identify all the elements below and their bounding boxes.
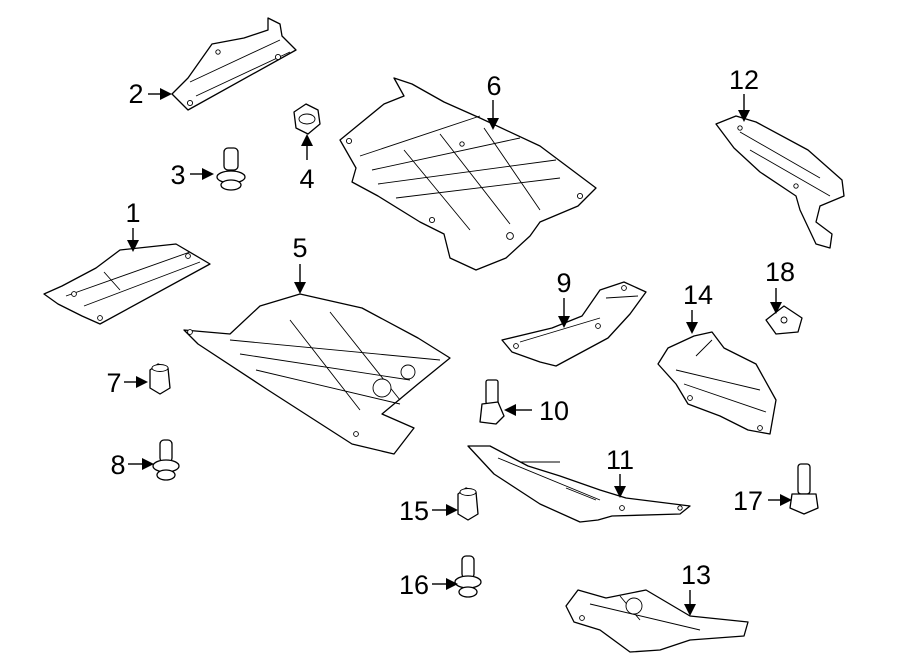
part-12-rail-bracket — [715, 115, 845, 249]
part-7-nut — [149, 363, 171, 395]
callout-18: 18 — [765, 257, 795, 287]
part-14-shield — [657, 331, 777, 435]
callout-15: 15 — [399, 496, 429, 526]
callout-16: 16 — [399, 570, 429, 600]
callout-12: 12 — [729, 65, 759, 95]
callout-14: 14 — [683, 280, 713, 310]
part-4-nut — [293, 103, 321, 135]
callout-4: 4 — [299, 164, 314, 194]
callout-10: 10 — [539, 396, 569, 426]
callout-17: 17 — [733, 486, 763, 516]
part-17-screw — [789, 463, 819, 515]
callout-1: 1 — [125, 198, 140, 228]
part-3-push-pin — [216, 147, 246, 191]
callout-11: 11 — [606, 445, 634, 475]
callout-2: 2 — [128, 79, 143, 109]
callout-6: 6 — [486, 71, 501, 101]
part-10-bolt — [479, 379, 505, 425]
part-1-shield — [43, 243, 211, 325]
part-15-nut — [457, 487, 479, 521]
part-6-underbody-shield — [339, 77, 597, 271]
part-5-underbody-shield — [183, 293, 451, 455]
callout-5: 5 — [292, 233, 307, 263]
callout-9: 9 — [556, 268, 571, 298]
callout-numbers: 1 2 3 4 5 6 7 8 9 10 11 12 13 14 15 16 1… — [106, 65, 795, 600]
part-11-rail — [467, 445, 691, 523]
callout-8: 8 — [110, 450, 125, 480]
part-2-shield — [171, 17, 297, 111]
part-18-clip — [765, 305, 803, 335]
callout-7: 7 — [106, 368, 121, 398]
callout-leaders — [124, 88, 792, 616]
part-13-rail-shield — [565, 589, 749, 653]
part-8-push-pin — [152, 439, 180, 481]
callout-13: 13 — [681, 560, 711, 590]
part-9-bracket — [501, 281, 647, 367]
callout-3: 3 — [170, 160, 185, 190]
part-16-push-pin — [454, 555, 482, 598]
